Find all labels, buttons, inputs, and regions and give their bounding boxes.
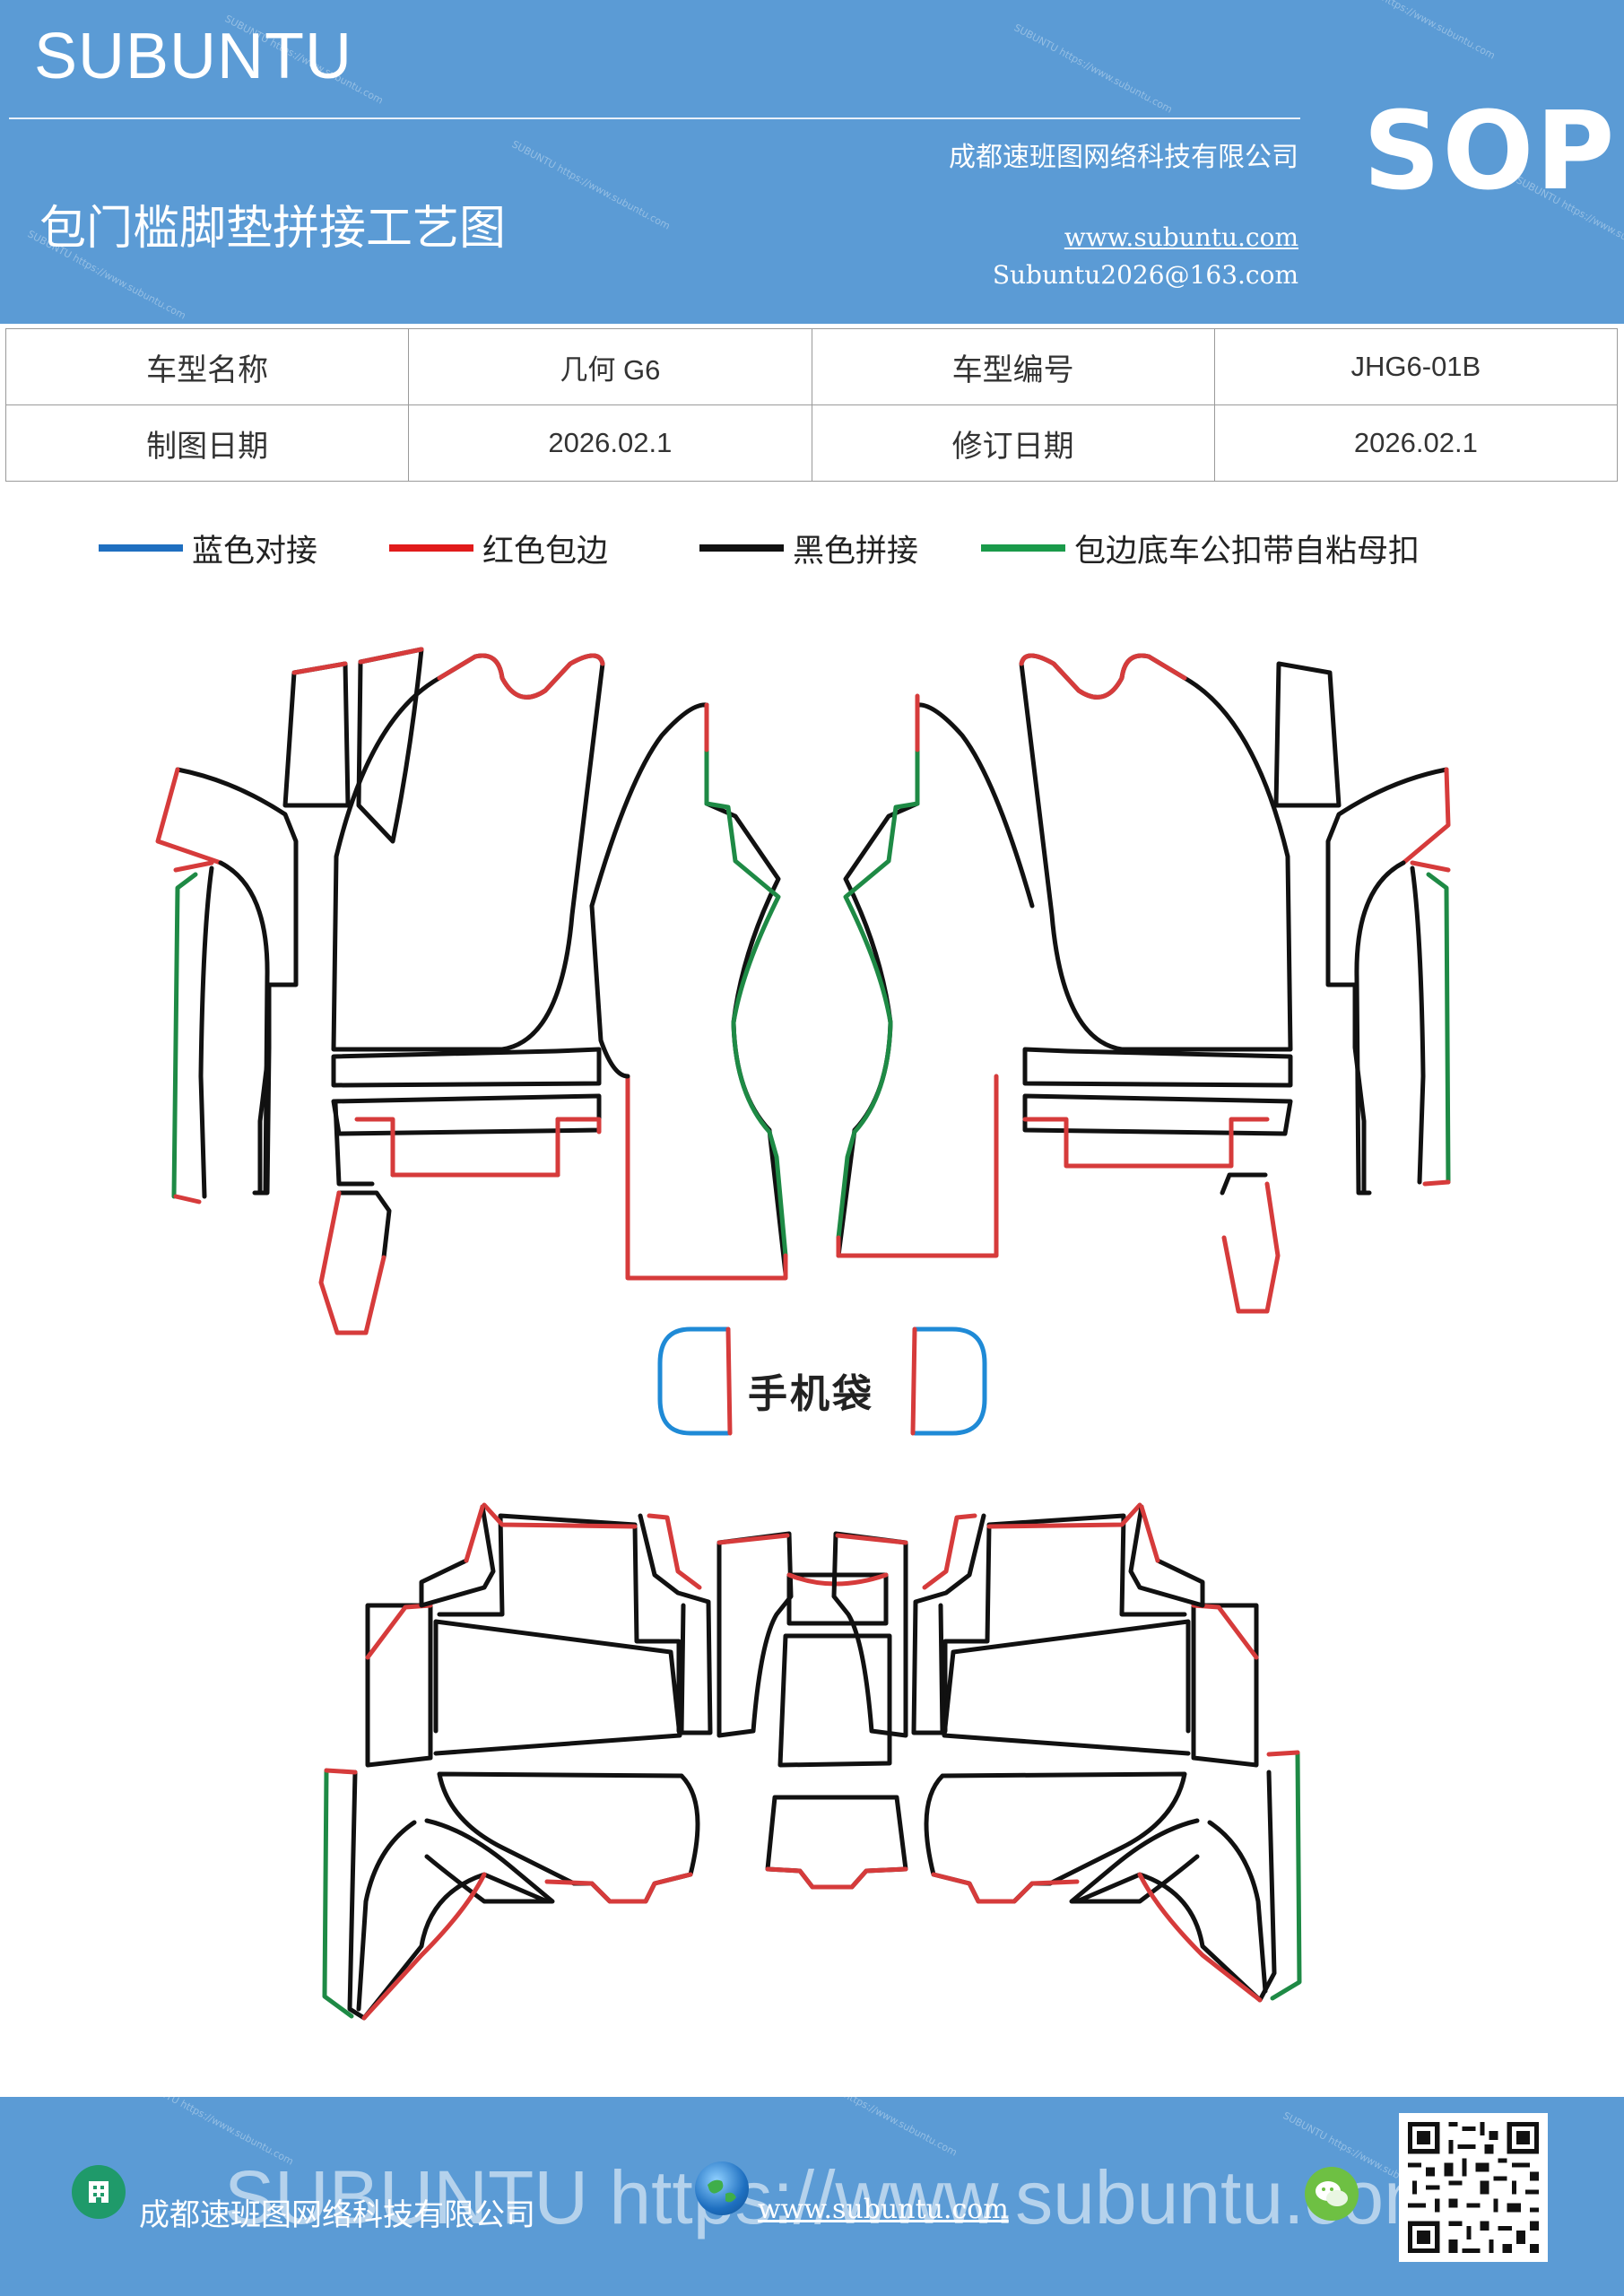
legend-label: 包边底车公扣带自粘母扣 [1074, 533, 1420, 570]
mat-edge-red [1022, 1117, 1270, 1169]
mat-piece [198, 865, 214, 1199]
mat-piece [1019, 653, 1293, 1052]
mat-piece [589, 903, 630, 1079]
table-label: 车型编号 [811, 328, 1215, 405]
watermark-text: SUBUNTU https://www.subuntu.com [509, 138, 673, 232]
header-divider [9, 117, 1300, 119]
mat-piece [1022, 1047, 1293, 1088]
upper-right-mat-group [836, 653, 1451, 1314]
mat-edge-red [354, 1117, 602, 1178]
mat-piece [589, 702, 788, 1276]
mat-piece [175, 767, 299, 1196]
legend-swatch-blue [99, 544, 183, 552]
legend-swatch-red [389, 544, 473, 552]
footer-company-name: 成都速班图网络科技有限公司 [139, 2197, 535, 2233]
mat-edge-red [173, 860, 214, 1205]
mat-edge-red [1221, 1181, 1281, 1314]
website-link[interactable]: www.subuntu.com [1064, 222, 1298, 252]
mat-piece [218, 860, 270, 1196]
phone-bag-label: 手机袋 [748, 1371, 874, 1417]
legend-swatch-black [699, 544, 784, 552]
table-label: 制图日期 [4, 404, 410, 482]
mat-piece [356, 647, 424, 844]
mat-edge-red [836, 693, 999, 1258]
legend-label: 红色包边 [482, 533, 609, 570]
footer-banner: SUBUNTU https://www.subuntu.com SUBUNTU … [0, 2097, 1624, 2296]
mat-piece [1273, 661, 1342, 808]
legend-label: 黑色拼接 [793, 533, 919, 570]
upper-left-mat-group [155, 647, 788, 1335]
legend-item: 蓝色对接 [99, 526, 317, 570]
watermark-text: SUBUNTU https://www.subuntu.com [1334, 0, 1498, 62]
table-label: 车型名称 [4, 328, 410, 405]
page-title: 包门槛脚垫拼接工艺图 [39, 202, 507, 256]
building-icon [72, 2165, 126, 2219]
mat-edge-green [836, 747, 920, 1240]
legend-swatch-green [981, 544, 1065, 552]
phone-bag-left [657, 1326, 733, 1436]
mat-edge-red [1019, 653, 1187, 700]
footer-watermark: SUBUNTU https://www.subuntu.com [224, 2155, 1447, 2239]
wechat-icon [1305, 2167, 1359, 2221]
mat-edge-red [437, 653, 605, 700]
mat-piece [390, 1117, 602, 1178]
table-value: 几何 G6 [408, 328, 812, 405]
mat-edge-red [1410, 860, 1451, 1187]
legend-label: 蓝色对接 [192, 533, 318, 570]
mat-edge-red [625, 702, 788, 1281]
table-value: 2026.02.1 [1213, 404, 1619, 482]
phone-bag-right [910, 1326, 987, 1436]
legend-item: 黑色拼接 [699, 526, 918, 570]
table-row: 车型名称 几何 G6 车型编号 JHG6-01B [4, 328, 1619, 405]
mat-piece [336, 1190, 392, 1260]
qr-code-image [1399, 2113, 1548, 2262]
mat-piece [1325, 767, 1449, 1196]
mat-piece [1022, 1093, 1293, 1136]
brand-logo-text: SUBUNTU [34, 21, 353, 92]
mat-edge-green [1426, 872, 1451, 1185]
mat-edge-green [171, 872, 198, 1199]
header-banner: SUBUNTU https://www.subuntu.com SUBUNTU … [0, 0, 1624, 324]
mat-piece [333, 1100, 375, 1187]
globe-icon [695, 2161, 749, 2215]
mat-edge-red [318, 1190, 386, 1335]
mat-edge-red [155, 767, 223, 865]
mat-piece [358, 647, 424, 665]
center-mat-group [716, 1531, 908, 1890]
footer-website-link[interactable]: www.subuntu.com [758, 2194, 1009, 2225]
mat-piece [331, 653, 605, 1052]
email-address: Subuntu2026@163.com [992, 260, 1298, 290]
watermark-text: SUBUNTU https://www.subuntu.com [796, 2097, 960, 2159]
mat-piece [331, 1047, 602, 1088]
table-row: 制图日期 2026.02.1 修订日期 2026.02.1 [4, 404, 1619, 482]
vehicle-info-table: 车型名称 几何 G6 车型编号 JHG6-01B 制图日期 2026.02.1 … [4, 328, 1619, 482]
mat-piece [291, 661, 348, 675]
legend-item: 红色包边 [389, 526, 608, 570]
table-value: JHG6-01B [1213, 328, 1619, 405]
sop-badge: SOP [1363, 90, 1617, 214]
lower-right-mat-group [911, 1502, 1302, 2003]
mat-piece [1354, 860, 1406, 1196]
mat-edge-green [704, 747, 788, 1258]
mat-piece [282, 661, 351, 808]
legend-item: 包边底车公扣带自粘母扣 [981, 526, 1420, 570]
company-name: 成都速班图网络科技有限公司 [949, 142, 1298, 173]
floor-mat-diagram [155, 647, 1451, 2021]
lower-left-mat-group [322, 1502, 713, 2021]
mat-piece [1220, 1172, 1268, 1196]
color-legend: 蓝色对接 红色包边 黑色拼接 包边底车公扣带自粘母扣 [0, 526, 1624, 570]
mat-piece [1410, 865, 1426, 1185]
watermark-text: SUBUNTU https://www.subuntu.com [1012, 22, 1175, 116]
table-value: 2026.02.1 [408, 404, 812, 482]
mat-edge-red [1401, 767, 1451, 865]
table-label: 修订日期 [811, 404, 1215, 482]
mat-piece [836, 702, 1035, 1258]
